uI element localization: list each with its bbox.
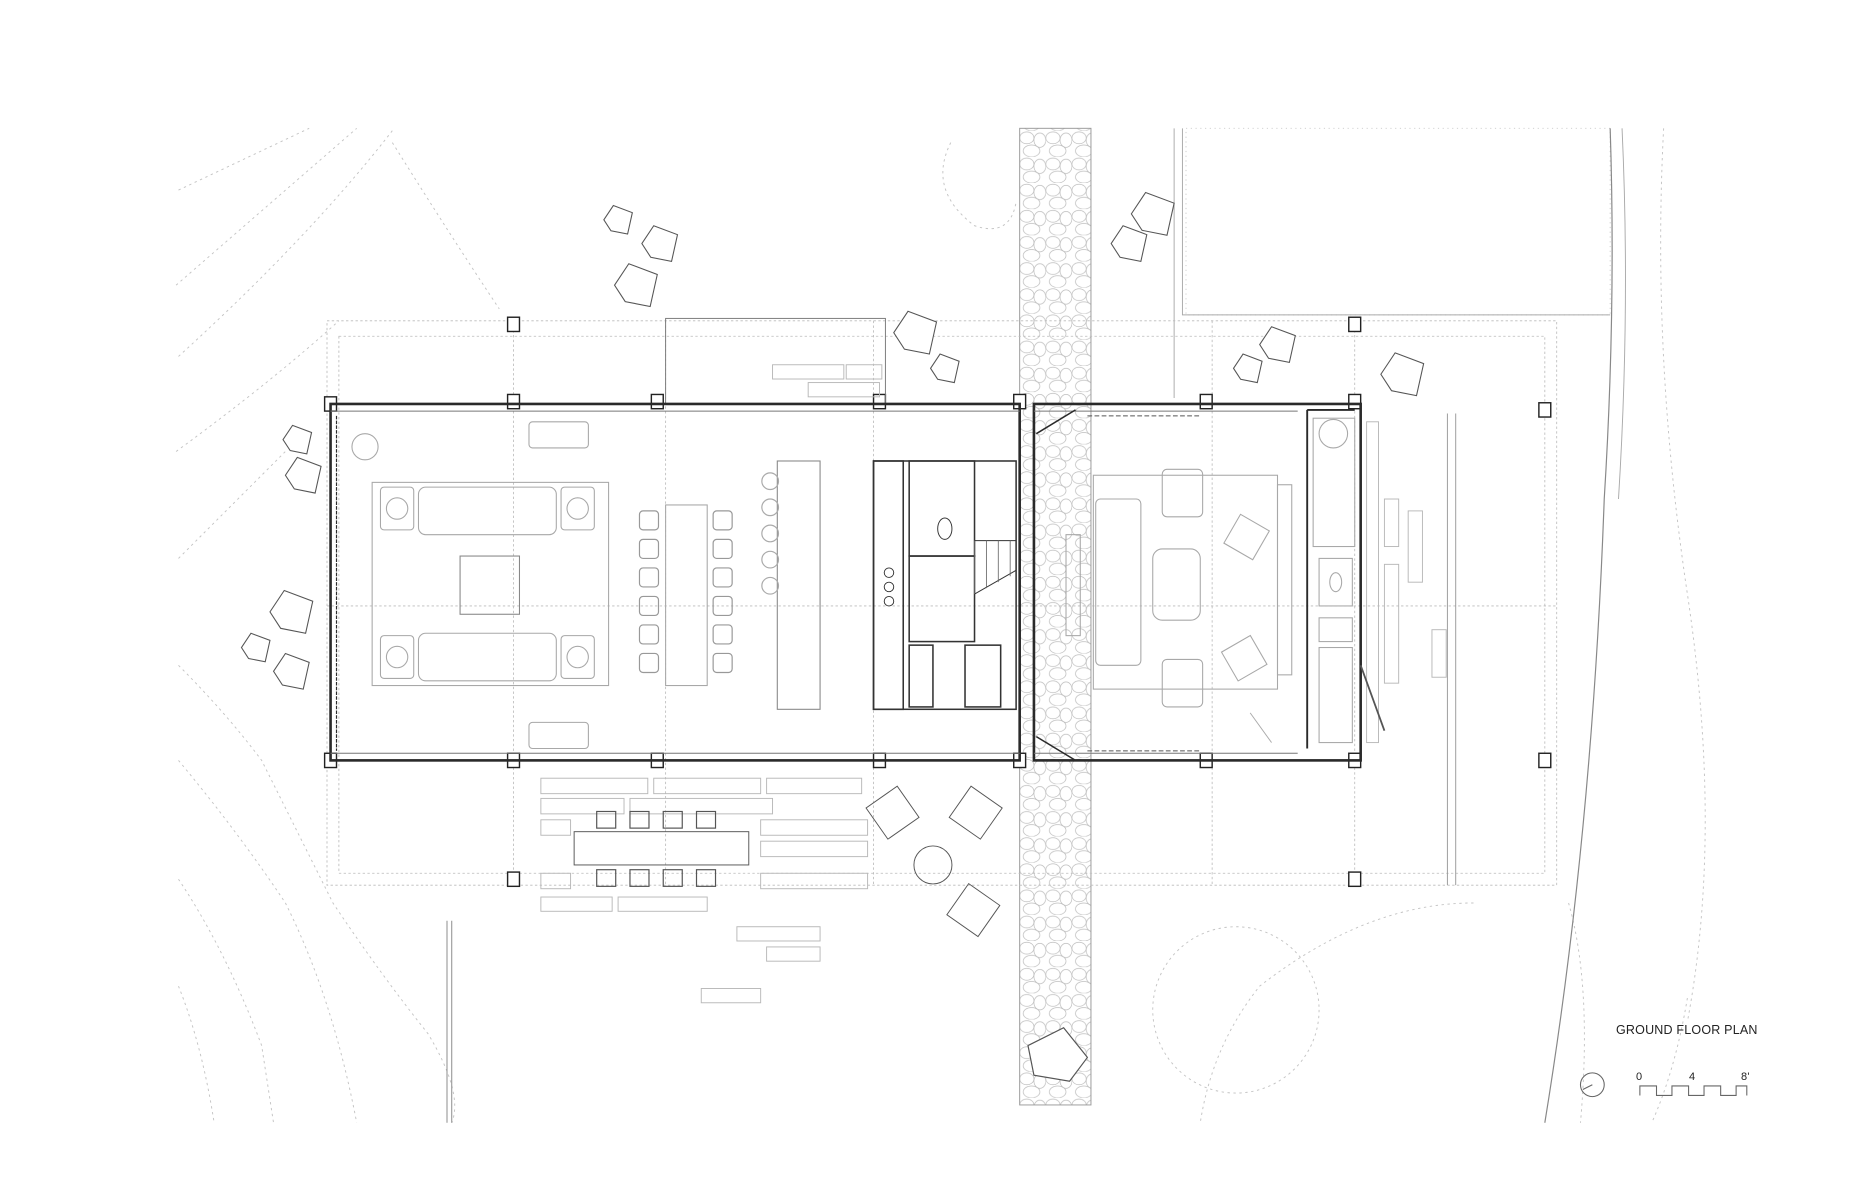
paver: [700, 988, 762, 1004]
paver: [540, 872, 572, 890]
paver: [540, 777, 649, 795]
paver: [629, 797, 774, 815]
rock: [641, 225, 679, 263]
scale-label-0: 0: [1636, 1071, 1643, 1083]
site-contours: [175, 127, 1706, 1123]
paver: [760, 819, 869, 836]
bar-stool: [761, 550, 780, 569]
bar-stool: [761, 472, 780, 491]
outdoor-chair: [695, 810, 717, 829]
paver: [653, 777, 762, 795]
road-edge-2: [1618, 128, 1626, 500]
paver: [807, 382, 880, 398]
annex-deck: [665, 317, 886, 405]
paver: [845, 364, 883, 380]
paver: [1407, 510, 1423, 583]
dining-chair: [712, 595, 733, 617]
rocks: [240, 191, 1425, 690]
dining-chair: [638, 652, 660, 674]
bar-stools: [761, 472, 780, 595]
outdoor-chair: [596, 810, 617, 829]
dining-chair: [638, 538, 660, 560]
paver: [766, 777, 863, 795]
paver: [760, 872, 869, 890]
paver: [540, 819, 572, 836]
rock: [1110, 225, 1148, 263]
dining-chair: [712, 567, 733, 588]
rock: [613, 263, 658, 308]
rock: [272, 652, 310, 690]
dining-chair: [712, 652, 733, 674]
scale-bar: [1639, 1085, 1748, 1096]
column: [1538, 402, 1552, 418]
bar-stool: [761, 576, 780, 595]
column: [506, 871, 521, 888]
paver: [1366, 421, 1379, 744]
boulder: [1027, 1026, 1089, 1082]
kitchen-core: [872, 460, 1017, 711]
dining-chair: [638, 595, 660, 617]
dining-chair: [712, 510, 733, 531]
rock: [1232, 353, 1263, 384]
paver: [772, 364, 845, 380]
paver: [1383, 498, 1400, 548]
paver: [760, 840, 869, 858]
bar-stool: [761, 524, 780, 543]
column: [650, 393, 664, 410]
dining-chair: [712, 624, 733, 645]
road-edge: [1544, 128, 1613, 1123]
outdoor-chair: [695, 869, 717, 887]
dining-chairs: [596, 510, 733, 887]
rock: [282, 424, 313, 455]
column: [1199, 393, 1213, 410]
paver: [1383, 563, 1400, 684]
paver: [540, 896, 613, 912]
outdoor-chair: [629, 869, 650, 887]
column: [1348, 316, 1362, 333]
scale-label-8: 8': [1741, 1071, 1750, 1083]
patio: [446, 413, 1457, 1123]
living-furniture: [351, 417, 1356, 750]
rock: [1259, 326, 1296, 364]
column: [506, 393, 521, 410]
walls: [329, 402, 1362, 762]
outdoor-chair: [629, 810, 650, 829]
rock: [1380, 352, 1425, 397]
column: [1538, 752, 1552, 769]
paver: [766, 946, 821, 962]
outdoor-chair: [596, 869, 617, 887]
paver: [736, 926, 821, 942]
outdoor-chair: [662, 810, 683, 829]
rock: [284, 456, 322, 494]
paver: [1431, 629, 1447, 678]
outdoor-chair: [662, 869, 683, 887]
paver: [617, 896, 708, 912]
rock: [240, 632, 271, 663]
dining-chair: [638, 567, 660, 588]
dining-chair: [638, 510, 660, 531]
pavers: [540, 364, 1447, 1004]
bar-stool: [761, 498, 780, 517]
lawn-area: [1185, 127, 1611, 316]
dining-chair: [712, 538, 733, 560]
property-line: [1173, 128, 1611, 399]
column: [1348, 871, 1362, 888]
rock: [269, 589, 314, 634]
rock: [929, 353, 960, 384]
scale-label-4: 4: [1689, 1071, 1696, 1083]
drawing-title: GROUND FLOOR PLAN: [1616, 1023, 1758, 1037]
rock: [603, 204, 633, 235]
column: [506, 316, 521, 333]
paver: [540, 797, 625, 815]
rock: [893, 310, 938, 355]
tree-marker: [1249, 712, 1272, 743]
rock: [1130, 191, 1175, 236]
gate: [1359, 665, 1386, 731]
stair: [974, 540, 1011, 595]
north-arrow-icon: [1579, 1072, 1605, 1098]
column: [1348, 393, 1362, 410]
dining-chair: [638, 624, 660, 645]
